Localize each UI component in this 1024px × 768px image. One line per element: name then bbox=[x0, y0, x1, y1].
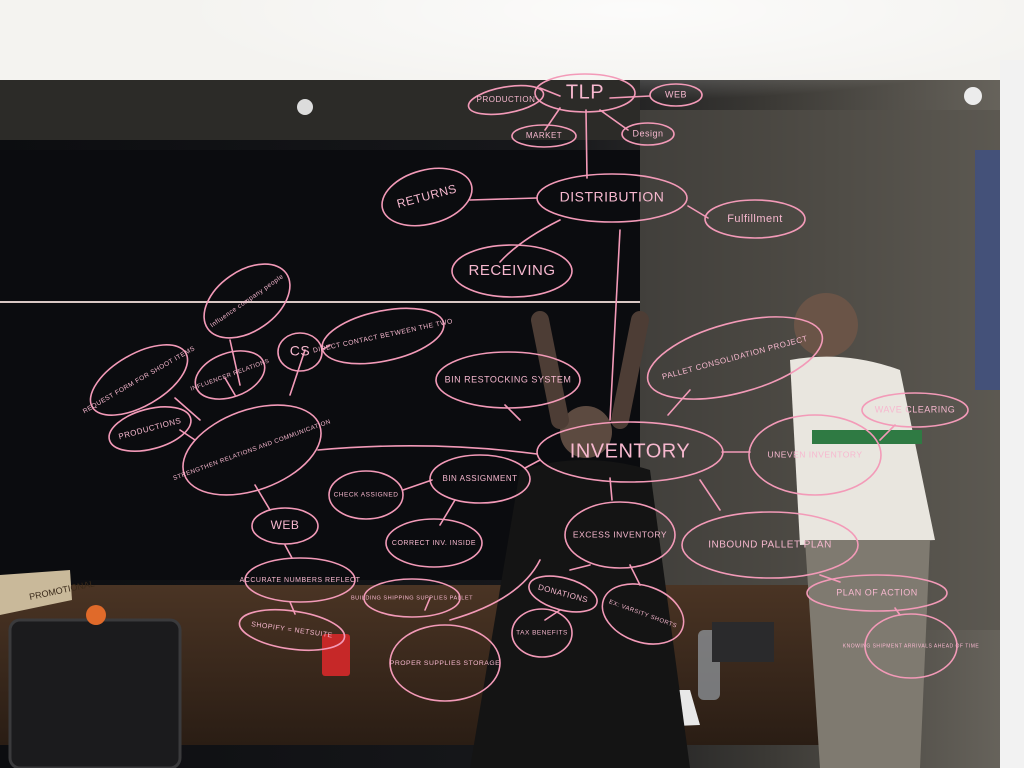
node-building-shipping-label: BUILDING SHIPPING SUPPLIES PALLET bbox=[351, 595, 473, 601]
node-market: MARKET bbox=[511, 124, 577, 148]
node-check-assigned: CHECK ASSIGNED bbox=[328, 470, 404, 520]
node-proper-supplies: PROPER SUPPLIES STORAGE bbox=[389, 624, 501, 702]
red-cup bbox=[322, 634, 350, 676]
node-uneven-inventory: UNEVEN INVENTORY bbox=[748, 414, 882, 496]
mindmap-connections bbox=[174, 87, 901, 621]
node-excess-inventory-label: EXCESS INVENTORY bbox=[573, 529, 667, 539]
node-receiving-label: RECEIVING bbox=[468, 262, 555, 279]
node-tlp-label: TLP bbox=[566, 81, 604, 103]
ceiling-reflection bbox=[0, 80, 640, 140]
node-correct-inv: CORRECT INV. INSIDE bbox=[385, 518, 483, 568]
node-distribution-label: DISTRIBUTION bbox=[560, 189, 665, 205]
node-proper-supplies-label: PROPER SUPPLIES STORAGE bbox=[390, 660, 500, 667]
standing-man-reflection bbox=[790, 293, 935, 768]
node-web-top-label: WEB bbox=[665, 89, 687, 99]
node-fulfillment: Fulfillment bbox=[704, 199, 806, 239]
node-bin-restocking-label: BIN RESTOCKING SYSTEM bbox=[445, 374, 572, 384]
node-inbound-pallet: INBOUND PALLET PLAN bbox=[681, 511, 859, 579]
node-cs: CS bbox=[277, 332, 323, 372]
board-edge-light bbox=[1000, 60, 1024, 768]
node-wave-clearing: WAVE CLEARING bbox=[861, 392, 969, 428]
node-plan-of-action-label: PLAN OF ACTION bbox=[836, 587, 918, 597]
board-mount-screw-right bbox=[964, 87, 982, 105]
node-uneven-inventory-label: UNEVEN INVENTORY bbox=[767, 449, 862, 459]
laptop bbox=[712, 622, 774, 662]
orange-scissors bbox=[86, 605, 106, 625]
node-receiving: RECEIVING bbox=[451, 244, 573, 298]
node-knowing-shipment: KNOWING SHIPMENT ARRIVALS AHEAD OF TIME bbox=[843, 613, 980, 679]
office-chair bbox=[8, 618, 182, 768]
node-tlp: TLP bbox=[534, 73, 636, 113]
node-plan-of-action: PLAN OF ACTION bbox=[806, 574, 948, 612]
node-accurate-numbers-label: ACCURATE NUMBERS REFLECT bbox=[240, 577, 361, 584]
node-fulfillment-label: Fulfillment bbox=[727, 213, 783, 225]
node-inventory-label: INVENTORY bbox=[570, 440, 690, 462]
node-correct-inv-label: CORRECT INV. INSIDE bbox=[392, 540, 476, 547]
node-inbound-pallet-label: INBOUND PALLET PLAN bbox=[708, 540, 832, 551]
node-web-left-label: WEB bbox=[271, 518, 300, 532]
node-wave-clearing-label: WAVE CLEARING bbox=[875, 404, 956, 414]
node-check-assigned-label: CHECK ASSIGNED bbox=[334, 492, 399, 499]
node-web-top: WEB bbox=[649, 83, 703, 107]
node-tax-benefits-label: TAX BENEFITS bbox=[516, 630, 568, 637]
node-bin-assignment: BIN ASSIGNMENT bbox=[429, 454, 531, 504]
node-accurate-numbers: ACCURATE NUMBERS REFLECT bbox=[240, 557, 361, 603]
node-excess-inventory: EXCESS INVENTORY bbox=[564, 501, 676, 569]
node-distribution: DISTRIBUTION bbox=[536, 173, 688, 223]
node-design: Design bbox=[621, 122, 675, 146]
node-bin-assignment-label: BIN ASSIGNMENT bbox=[442, 474, 517, 483]
node-knowing-shipment-label: KNOWING SHIPMENT ARRIVALS AHEAD OF TIME bbox=[843, 643, 980, 649]
node-cs-label: CS bbox=[290, 343, 310, 359]
node-inventory[interactable]: INVENTORY bbox=[536, 421, 724, 483]
board-mount-screw-left bbox=[297, 99, 313, 115]
node-market-label: MARKET bbox=[526, 131, 562, 140]
node-production: PRODUCTION bbox=[467, 84, 545, 116]
node-design-label: Design bbox=[632, 128, 663, 138]
node-building-shipping: BUILDING SHIPPING SUPPLIES PALLET bbox=[351, 578, 473, 618]
node-tax-benefits: TAX BENEFITS bbox=[511, 608, 573, 658]
promotional-box bbox=[0, 570, 72, 615]
node-production-label: PRODUCTION bbox=[477, 95, 536, 104]
seated-man-reflection bbox=[470, 311, 690, 768]
node-web-left: WEB bbox=[251, 507, 319, 545]
node-bin-restocking: BIN RESTOCKING SYSTEM bbox=[435, 351, 581, 409]
